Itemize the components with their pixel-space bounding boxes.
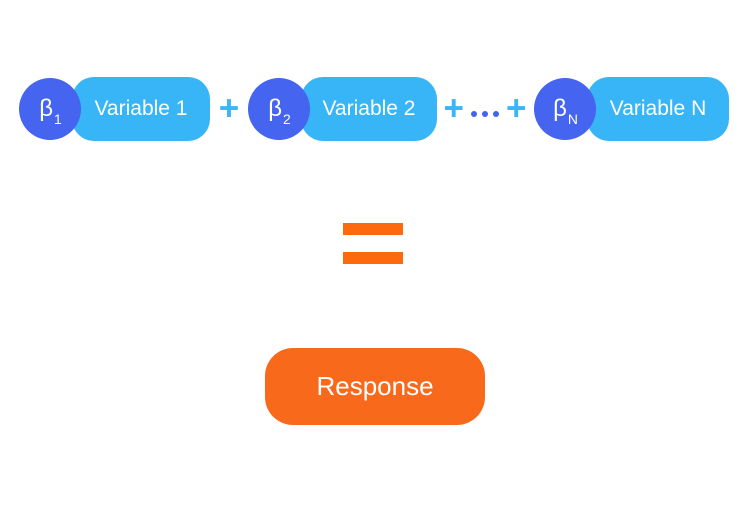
ellipsis-dot: [471, 110, 477, 117]
ellipsis-dot: [493, 110, 499, 117]
coefficient-beta-1-label: β1: [39, 95, 62, 127]
coefficient-beta-n-subscript: N: [567, 110, 578, 127]
plus-sign: +: [218, 89, 240, 128]
ellipsis-operator-group: + +: [441, 77, 529, 141]
coefficient-beta-n-label: βN: [553, 95, 578, 127]
coefficient-beta-2-subscript: 2: [283, 110, 291, 127]
variable-n-pill: Variable N: [587, 77, 729, 141]
variable-2-label: Variable 2: [322, 97, 416, 120]
ellipsis-dot: [482, 110, 488, 117]
plus-sign: +: [443, 89, 464, 128]
equals-sign-top-bar: [343, 223, 403, 235]
variable-1-pill: Variable 1: [72, 77, 210, 141]
plus-sign: +: [506, 89, 527, 128]
variable-n-label: Variable N: [609, 97, 707, 120]
plus-operator-1: +: [212, 77, 246, 141]
variable-1-label: Variable 1: [94, 97, 188, 120]
response-label: Response: [316, 371, 434, 401]
coefficient-beta-1-subscript: 1: [54, 110, 62, 127]
coefficient-beta-n-circle: βN: [534, 78, 596, 140]
coefficient-beta-2-label: β2: [268, 95, 291, 127]
coefficient-beta-2-circle: β2: [248, 78, 310, 140]
coefficient-beta-1-circle: β1: [19, 78, 81, 140]
ellipsis-dots: [471, 110, 499, 117]
variable-2-pill: Variable 2: [301, 77, 437, 141]
equals-sign-bottom-bar: [343, 252, 403, 264]
response-pill: Response: [265, 348, 485, 425]
